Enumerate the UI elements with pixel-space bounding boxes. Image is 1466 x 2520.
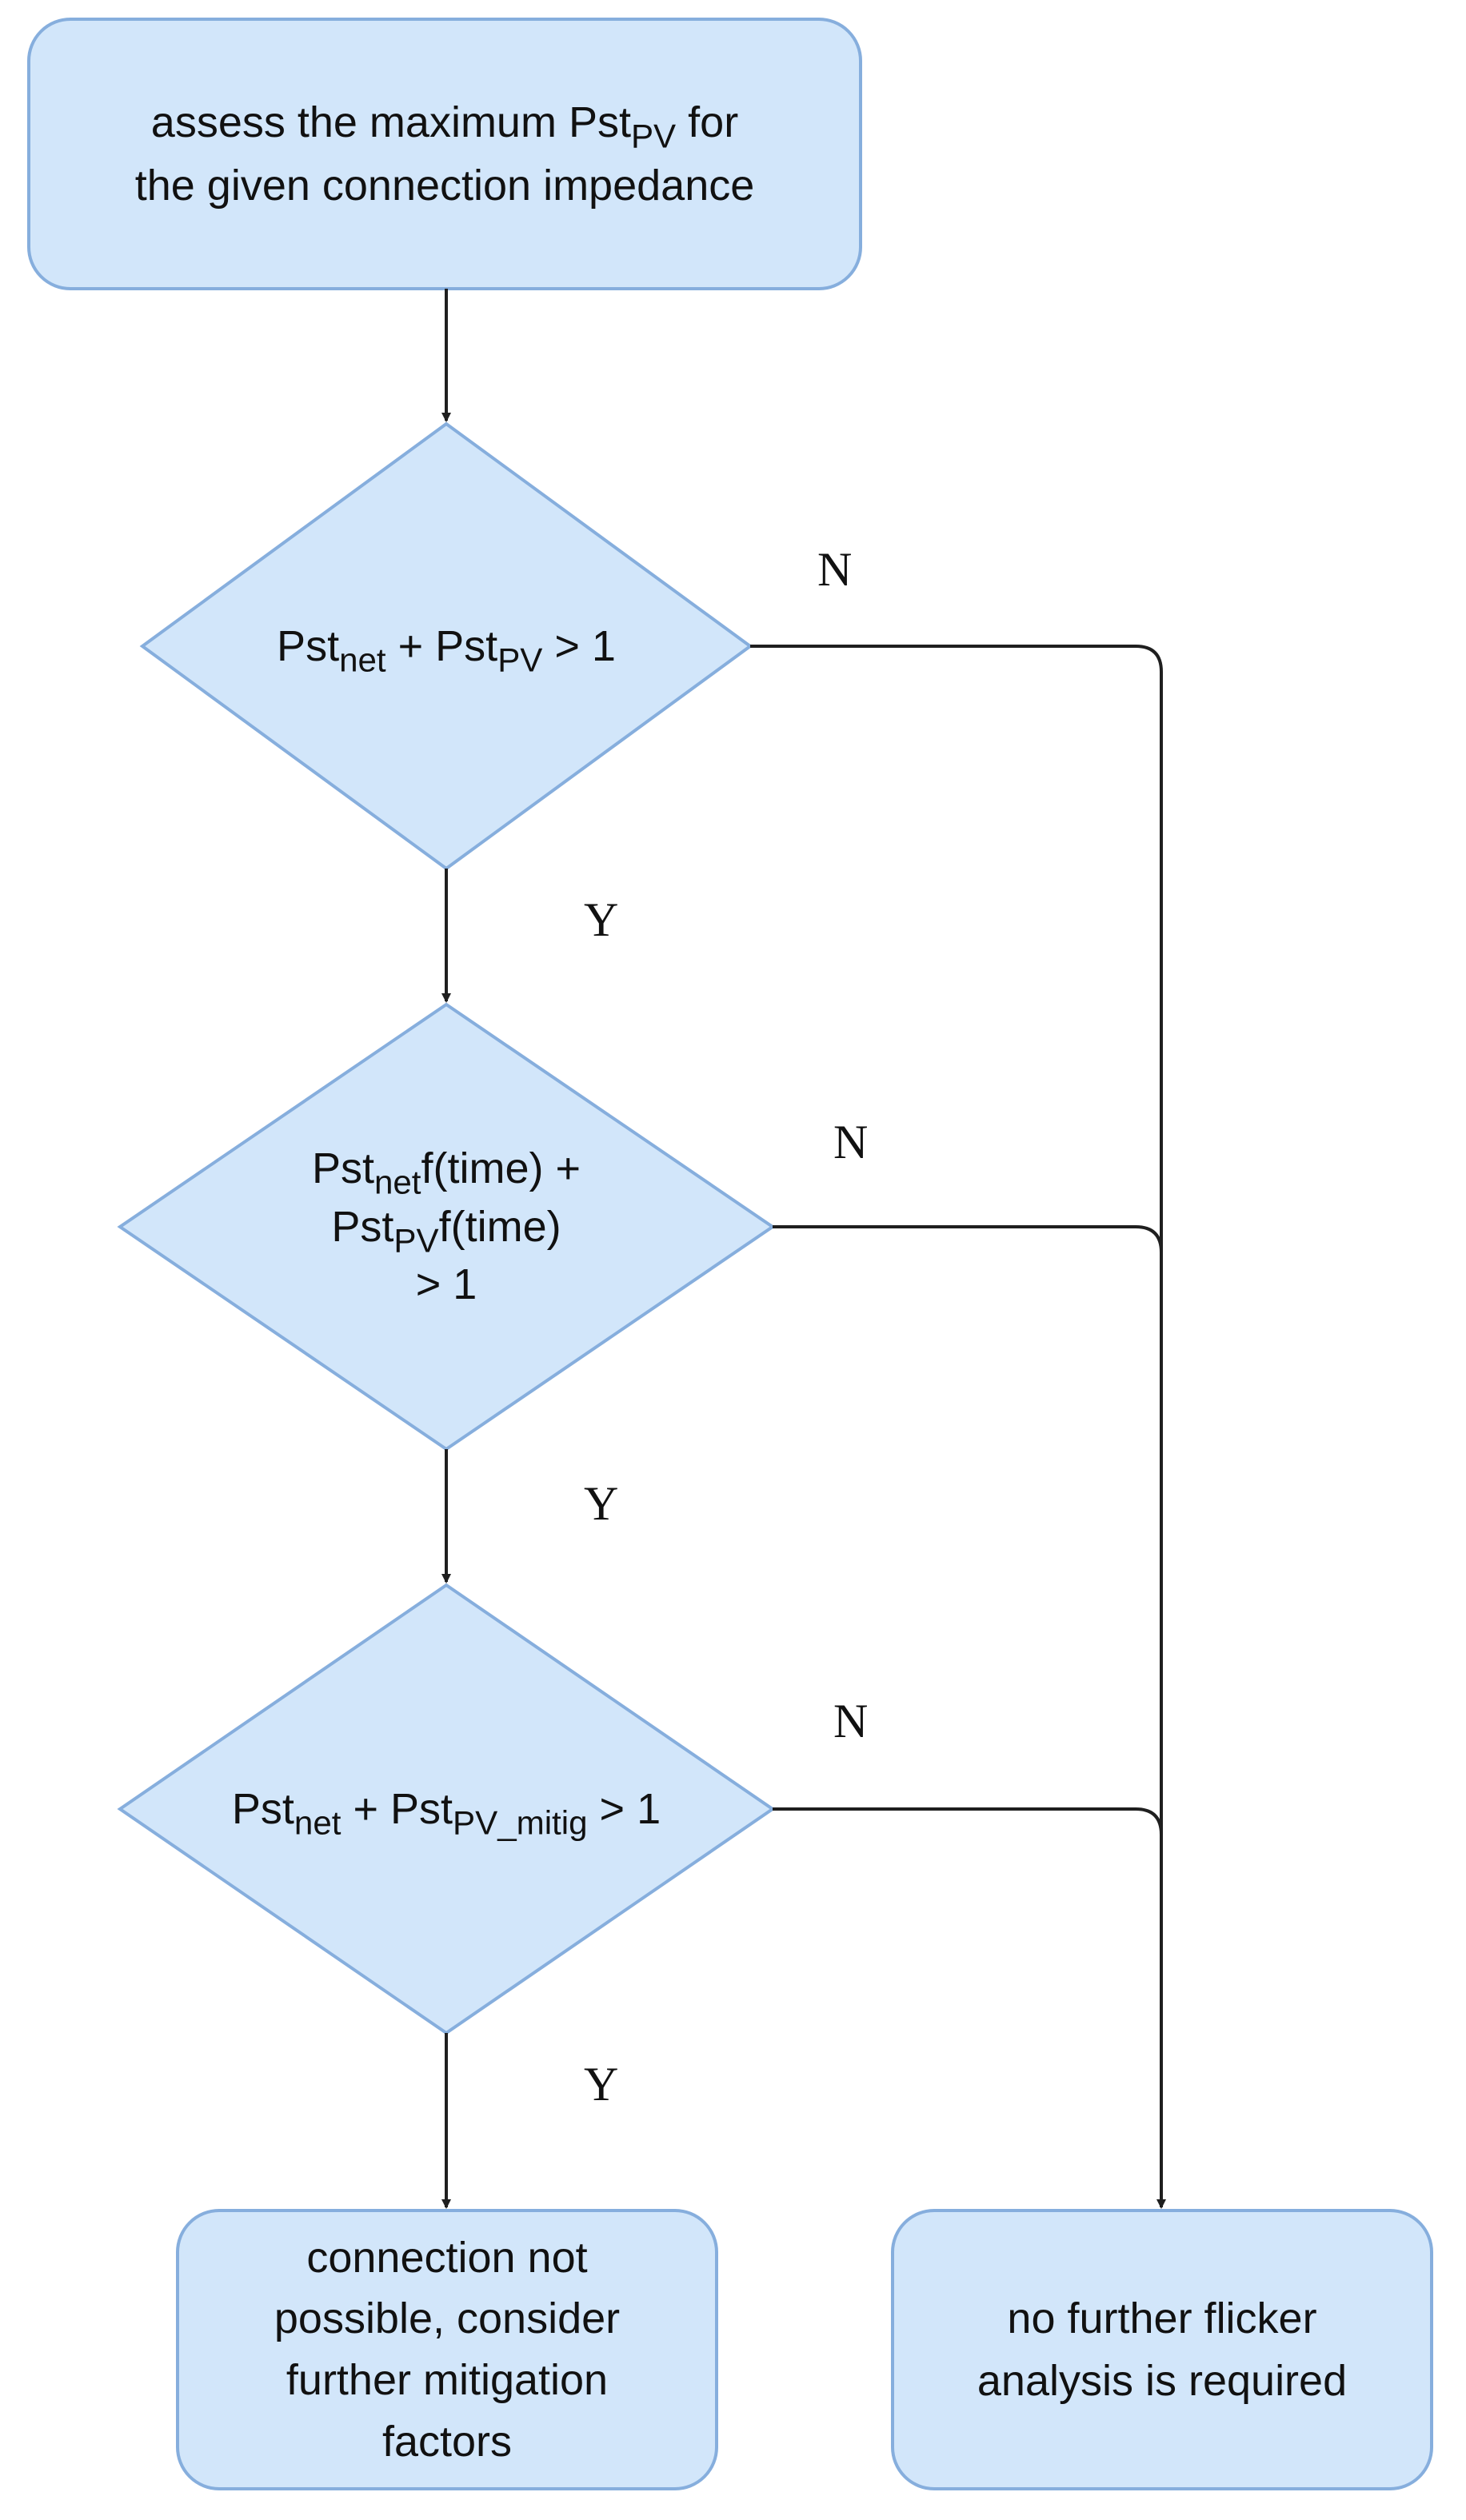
edge-label-decision3-no: N <box>833 1695 869 1747</box>
start-box-line-2: the given connection impedance <box>134 161 755 210</box>
edge-label-decision2-no: N <box>833 1116 869 1168</box>
edge-decision2-no <box>773 1225 1163 1253</box>
decision-2-text: Pstnetf(time) + PstPVf(time) > 1 <box>311 1144 581 1309</box>
edge-label-decision2-yes: Y <box>584 1477 619 1530</box>
end-box-connection-not-possible <box>176 2209 718 2490</box>
decision-3-text: Pstnet + PstPV_mitig > 1 <box>231 1784 661 1842</box>
end-box-connection-not-possible-text: connection not possible, consider furthe… <box>274 2233 621 2466</box>
decision-1-text: Pstnet + PstPV > 1 <box>277 621 616 679</box>
start-box-text: assess the maximum PstPV for the given c… <box>29 19 861 289</box>
edge-decision1-no <box>750 645 1166 2209</box>
end-box-no-further-analysis-text: no further flicker analysis is required <box>977 2294 1348 2405</box>
edge-decision3-no <box>773 1807 1163 1835</box>
edge-label-decision3-yes: Y <box>584 2058 619 2111</box>
edge-label-decision1-no: N <box>817 543 853 596</box>
edge-label-decision1-yes: Y <box>584 893 619 946</box>
end-box-no-further-analysis <box>891 2209 1433 2490</box>
start-box-line-1: assess the maximum PstPV for <box>150 98 739 155</box>
